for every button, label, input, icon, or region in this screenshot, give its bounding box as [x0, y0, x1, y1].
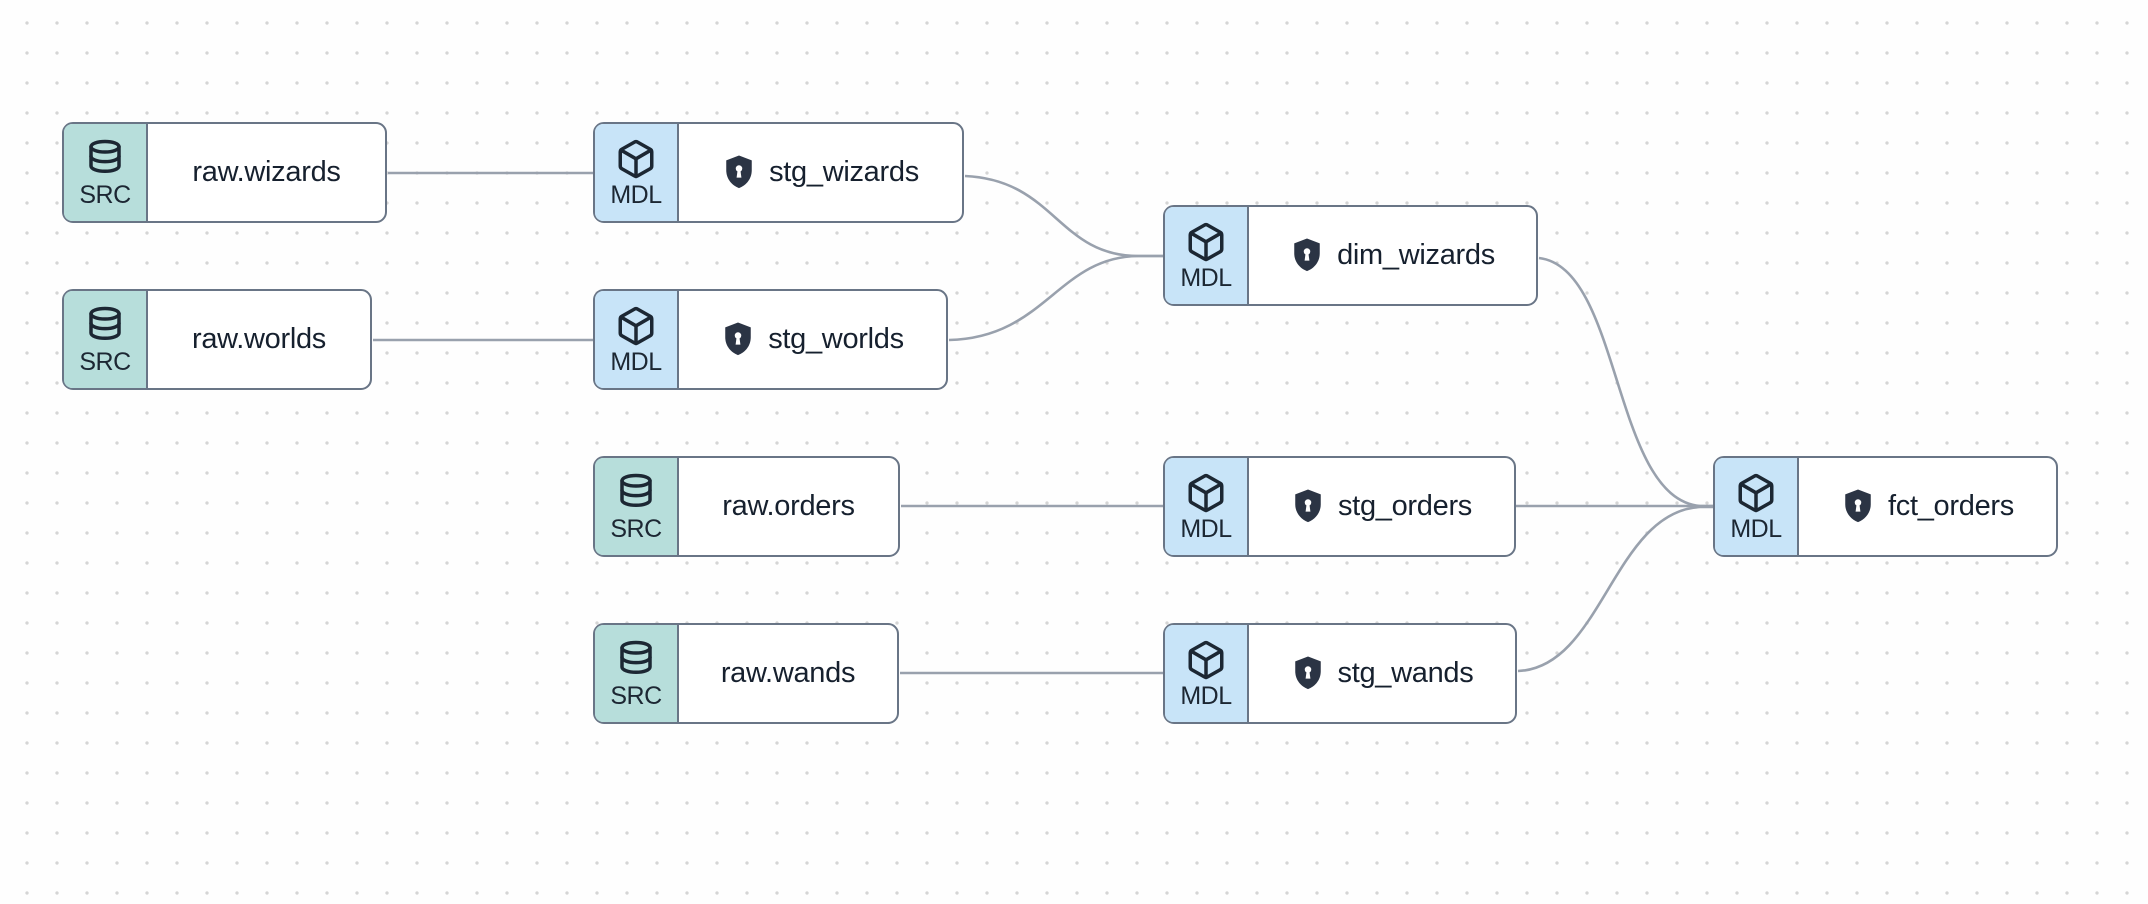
node-type-badge: MDL — [1165, 207, 1249, 304]
node-name-label: raw.worlds — [192, 323, 326, 355]
node-type-label: SRC — [79, 347, 131, 376]
database-icon — [615, 472, 657, 514]
node-name-label: raw.wizards — [192, 156, 341, 188]
node-type-label: SRC — [610, 514, 662, 543]
node-body: stg_worlds — [679, 291, 946, 388]
node-raw-worlds[interactable]: SRC raw.worlds — [62, 289, 372, 390]
shield-lock-icon — [1845, 489, 1871, 523]
node-raw-wands[interactable]: SRC raw.wands — [593, 623, 899, 724]
node-fct-orders[interactable]: MDL fct_orders — [1713, 456, 2058, 557]
node-type-badge: SRC — [64, 124, 148, 221]
node-stg-wands[interactable]: MDL stg_wands — [1163, 623, 1517, 724]
node-type-label: MDL — [610, 180, 662, 209]
node-body: stg_orders — [1249, 458, 1514, 555]
node-type-badge: MDL — [1165, 625, 1249, 722]
node-type-badge: MDL — [1165, 458, 1249, 555]
node-stg-orders[interactable]: MDL stg_orders — [1163, 456, 1516, 557]
node-name-label: stg_orders — [1337, 490, 1472, 522]
node-type-badge: SRC — [64, 291, 148, 388]
node-name-label: dim_wizards — [1337, 239, 1495, 271]
cube-icon — [1185, 221, 1227, 263]
edge-dim_wizards-to-fct_orders — [1538, 256, 1713, 508]
node-stg-worlds[interactable]: MDL stg_worlds — [593, 289, 948, 390]
node-type-label: MDL — [1730, 514, 1782, 543]
node-type-label: MDL — [1180, 514, 1232, 543]
node-name-label: stg_wands — [1337, 657, 1474, 689]
node-type-badge: SRC — [595, 625, 679, 722]
node-type-badge: MDL — [595, 124, 679, 221]
node-type-label: MDL — [1180, 681, 1232, 710]
node-type-badge: SRC — [595, 458, 679, 555]
node-name-label: stg_wizards — [769, 156, 919, 188]
shield-lock-icon — [1294, 238, 1320, 272]
cube-icon — [1735, 472, 1777, 514]
edge-stg_wands-to-fct_orders — [1517, 505, 1713, 673]
node-stg-wizards[interactable]: MDL stg_wizards — [593, 122, 964, 223]
cube-icon — [1185, 639, 1227, 681]
cube-icon — [1185, 472, 1227, 514]
node-raw-wizards[interactable]: SRC raw.wizards — [62, 122, 387, 223]
edge-stg_wizards-to-dim_wizards — [964, 174, 1163, 258]
node-raw-orders[interactable]: SRC raw.orders — [593, 456, 900, 557]
database-icon — [615, 639, 657, 681]
node-name-label: stg_worlds — [768, 323, 904, 355]
node-body: raw.wands — [679, 625, 897, 722]
node-body: fct_orders — [1799, 458, 2056, 555]
node-body: stg_wizards — [679, 124, 962, 221]
node-type-label: MDL — [610, 347, 662, 376]
node-body: dim_wizards — [1249, 207, 1536, 304]
shield-lock-icon — [726, 155, 752, 189]
node-type-label: MDL — [1180, 263, 1232, 292]
shield-lock-icon — [1294, 656, 1321, 690]
node-type-badge: MDL — [595, 291, 679, 388]
cube-icon — [615, 305, 657, 347]
shield-lock-icon — [725, 322, 751, 356]
edge-stg_worlds-to-dim_wizards — [948, 254, 1163, 342]
node-type-label: SRC — [79, 180, 131, 209]
node-body: stg_wands — [1249, 625, 1515, 722]
node-body: raw.orders — [679, 458, 898, 555]
database-icon — [84, 305, 126, 347]
node-dim-wizards[interactable]: MDL dim_wizards — [1163, 205, 1538, 306]
node-name-label: raw.orders — [722, 490, 855, 522]
database-icon — [84, 138, 126, 180]
node-name-label: raw.wands — [720, 657, 856, 689]
node-type-badge: MDL — [1715, 458, 1799, 555]
node-type-label: SRC — [610, 681, 662, 710]
shield-lock-icon — [1295, 489, 1321, 523]
node-name-label: fct_orders — [1888, 490, 2014, 522]
node-body: raw.wizards — [148, 124, 385, 221]
node-body: raw.worlds — [148, 291, 370, 388]
cube-icon — [615, 138, 657, 180]
